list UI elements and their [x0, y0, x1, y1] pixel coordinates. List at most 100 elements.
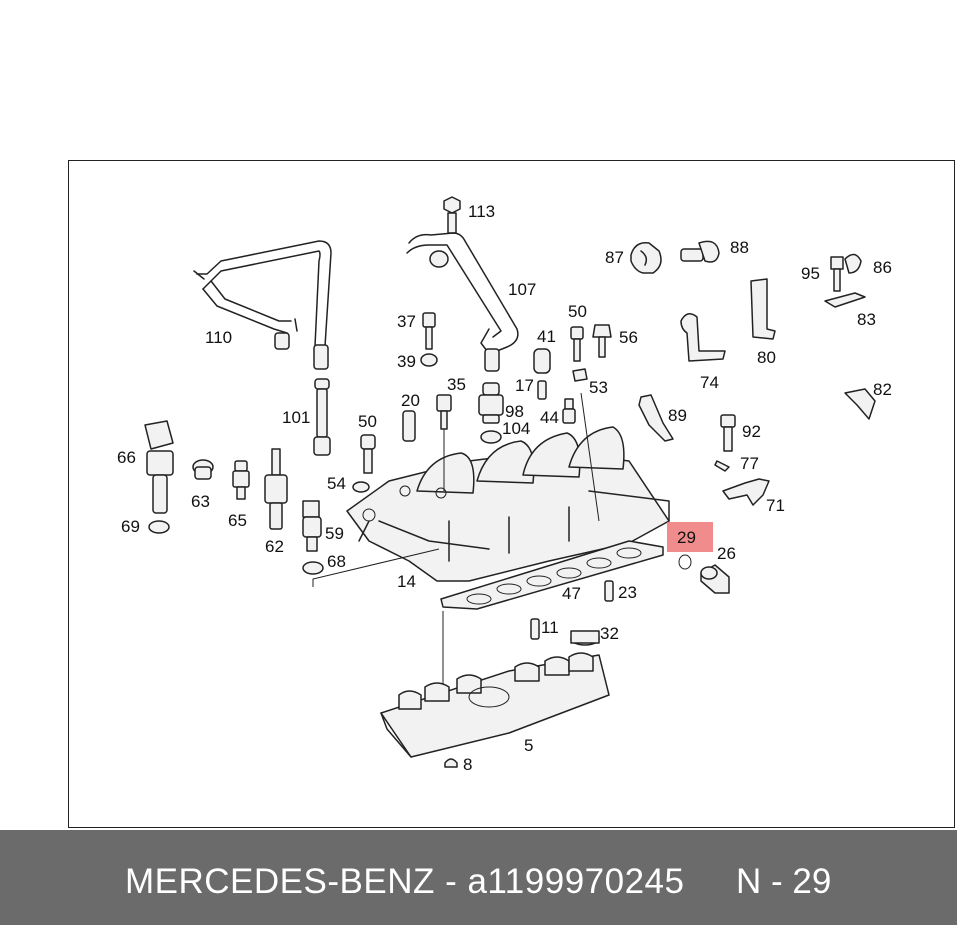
label-113: 113: [468, 202, 495, 221]
footer-bar: MERCEDES-BENZ - a1199970245 N - 29: [0, 830, 957, 925]
sensor-66-drawing: [144, 420, 174, 514]
label-50-upper: 50: [568, 302, 587, 321]
label-83: 83: [857, 310, 876, 329]
label-41: 41: [537, 327, 556, 346]
label-86: 86: [873, 258, 892, 277]
pipe-110-drawing: [193, 240, 332, 370]
label-17: 17: [515, 376, 534, 395]
label-14: 14: [397, 572, 416, 591]
highlight-29: [667, 522, 713, 552]
label-98: 98: [505, 402, 524, 421]
washer-39-drawing: [420, 353, 438, 367]
clip-53-drawing: [572, 368, 588, 382]
label-11: 11: [541, 618, 559, 637]
sleeve-20-drawing: [402, 410, 416, 442]
diagram-position: N - 29: [736, 862, 832, 901]
label-110: 110: [205, 328, 232, 347]
label-56: 56: [619, 328, 638, 347]
washer-54-drawing: [352, 481, 370, 493]
label-89: 89: [668, 406, 687, 425]
label-74: 74: [700, 373, 719, 392]
pipe-107-drawing: [406, 232, 519, 372]
label-104: 104: [502, 419, 530, 438]
clamp-88-drawing: [680, 240, 720, 263]
label-26: 26: [717, 544, 736, 563]
sensor-65-drawing: [232, 460, 250, 500]
bracket-82-drawing: [844, 388, 876, 420]
label-32: 32: [600, 624, 619, 643]
label-92: 92: [742, 422, 761, 441]
label-39: 39: [397, 352, 416, 371]
label-23: 23: [618, 583, 637, 602]
label-107: 107: [508, 280, 536, 299]
clip-77-drawing: [714, 460, 730, 472]
seal-29-drawing: [678, 554, 692, 570]
seal-104-drawing: [480, 430, 502, 444]
seal-68-drawing: [302, 561, 324, 575]
clip-86-drawing: [844, 253, 862, 274]
label-71: 71: [766, 496, 785, 515]
parts-diagram: 113 107 87 88 95 86 110 37 50 56 83 41 3…: [117, 196, 892, 774]
brand-part-number: MERCEDES-BENZ - a1199970245: [125, 862, 685, 901]
valve-44-drawing: [562, 398, 576, 424]
label-82: 82: [873, 380, 892, 399]
sleeve-41-drawing: [533, 348, 551, 374]
label-65: 65: [228, 511, 247, 530]
label-69: 69: [121, 517, 140, 536]
bolt-37-drawing: [422, 312, 436, 350]
lower-manifold-5-drawing: [380, 652, 610, 758]
label-87: 87: [605, 248, 624, 267]
label-63: 63: [191, 492, 210, 511]
bracket-71-drawing: [722, 478, 770, 506]
label-77: 77: [740, 454, 759, 473]
bolt-95-drawing: [830, 256, 844, 292]
label-88: 88: [730, 238, 749, 257]
part-number-labels: 113 107 87 88 95 86 110 37 50 56 83 41 3…: [117, 202, 892, 774]
sensor-59-drawing: [302, 500, 322, 552]
label-47: 47: [562, 584, 581, 603]
bolt-56-drawing: [592, 324, 612, 358]
bracket-89-drawing: [638, 394, 674, 442]
bracket-74-drawing: [680, 313, 726, 362]
pin-11-drawing: [530, 618, 540, 640]
bolt-50-lower-drawing: [360, 434, 376, 474]
pin-23-drawing: [604, 580, 614, 602]
bolt-92-drawing: [720, 414, 736, 452]
label-5: 5: [524, 736, 533, 755]
label-68: 68: [327, 552, 346, 571]
label-62: 62: [265, 537, 284, 556]
plug-8-drawing: [444, 758, 458, 768]
sensor-62-drawing: [264, 448, 288, 530]
seal-69-drawing: [148, 520, 170, 534]
label-95: 95: [801, 264, 820, 283]
pin-17-drawing: [537, 380, 547, 400]
label-29: 29: [677, 528, 696, 547]
bracket-80-drawing: [750, 278, 776, 340]
label-101: 101: [282, 408, 310, 427]
label-35: 35: [447, 375, 466, 394]
plug-63-drawing: [192, 459, 214, 480]
label-59: 59: [325, 524, 344, 543]
cap-32-drawing: [570, 630, 600, 646]
label-80: 80: [757, 348, 776, 367]
leader-lines: [312, 392, 600, 687]
label-20: 20: [401, 391, 420, 410]
label-37: 37: [397, 312, 416, 331]
pipe-101-drawing: [313, 378, 331, 456]
plug-26-drawing: [700, 564, 730, 594]
label-44: 44: [540, 408, 559, 427]
clamp-87-drawing: [630, 242, 662, 274]
bolt-113-drawing: [443, 196, 461, 234]
bolt-35-drawing: [436, 394, 452, 430]
label-8: 8: [463, 755, 472, 774]
bracket-83-drawing: [824, 292, 866, 308]
label-53: 53: [589, 378, 608, 397]
bolt-50-upper-drawing: [570, 326, 584, 362]
label-54: 54: [327, 474, 346, 493]
gasket-47-drawing: [440, 540, 664, 610]
sensor-98-drawing: [478, 382, 504, 424]
intake-manifold-14-drawing: [346, 426, 670, 582]
label-66: 66: [117, 448, 136, 467]
label-50-lower: 50: [358, 412, 377, 431]
parts-diagram-frame: 113 107 87 88 95 86 110 37 50 56 83 41 3…: [68, 160, 955, 828]
